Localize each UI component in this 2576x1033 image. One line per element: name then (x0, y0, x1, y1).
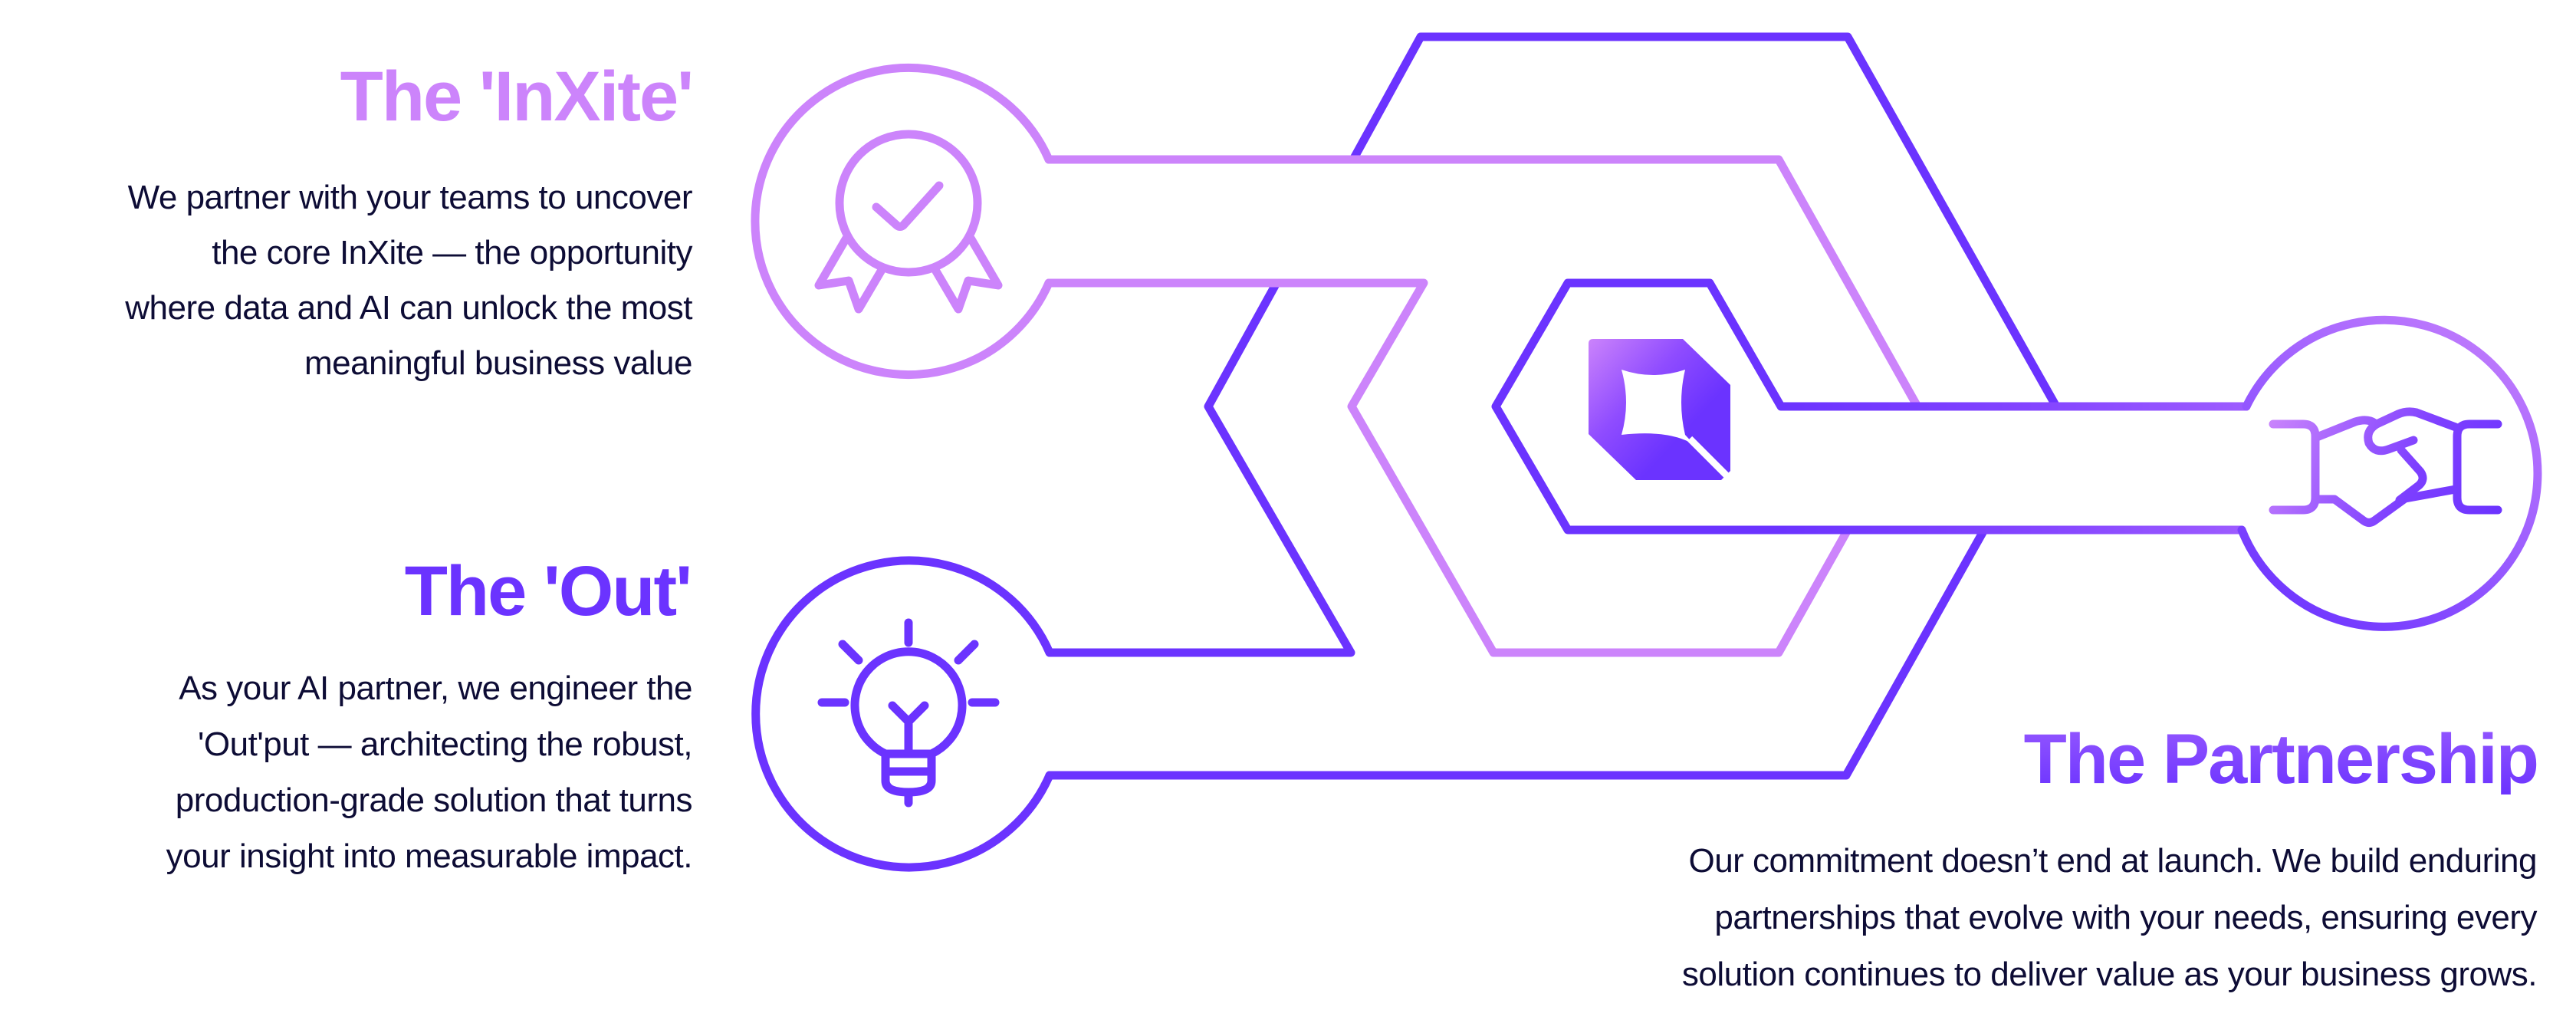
inxite-description-line: meaningful business value (304, 344, 693, 382)
out-description-line: As your AI partner, we engineer the (179, 669, 692, 707)
handshake-icon (2269, 407, 2502, 527)
outer-hexagon-top-line (1349, 32, 2061, 411)
out-bottom-line (1045, 525, 1989, 780)
award-medal-check-icon (814, 130, 1003, 314)
partnership-description: Our commitment doesn’t end at launch. We… (1681, 833, 2538, 1003)
partnership-heading: The Partnership (2023, 720, 2539, 798)
out-description-line: your insight into measurable impact. (166, 837, 693, 875)
out-circle (751, 556, 1054, 872)
inxite-description-line: We partner with your teams to uncover (127, 179, 693, 216)
inxite-description-line: the core InXite — the opportunity (212, 234, 692, 271)
partnership-circle (2237, 315, 2542, 631)
inxite-heading: The 'InXite' (340, 58, 694, 136)
out-description-line: 'Out'put — architecting the robust, (198, 725, 692, 763)
out-description: As your AI partner, we engineer the 'Out… (166, 660, 693, 884)
out-heading: The 'Out' (404, 552, 692, 630)
out-description-line: production-grade solution that turns (175, 781, 693, 819)
inxite-description-line: where data and AI can unlock the most (125, 289, 692, 327)
inxite-bottom-line (1044, 278, 1852, 657)
lightbulb-icon (817, 618, 1000, 808)
brand-logo-icon (1589, 339, 1737, 486)
partnership-description-line: solution continues to deliver value as y… (1681, 956, 2538, 993)
inxite-circle (751, 64, 1053, 379)
partnership-description-line: Our commitment doesn’t end at launch. We… (1688, 842, 2537, 880)
outer-hexagon-left-chevron (1045, 278, 1355, 657)
partnership-description-line: partnerships that evolve with your needs… (1714, 899, 2537, 936)
inxite-description: We partner with your teams to uncover th… (125, 170, 692, 391)
inxite-top-line (1044, 155, 1922, 411)
inner-hexagon-top (1491, 278, 2251, 535)
